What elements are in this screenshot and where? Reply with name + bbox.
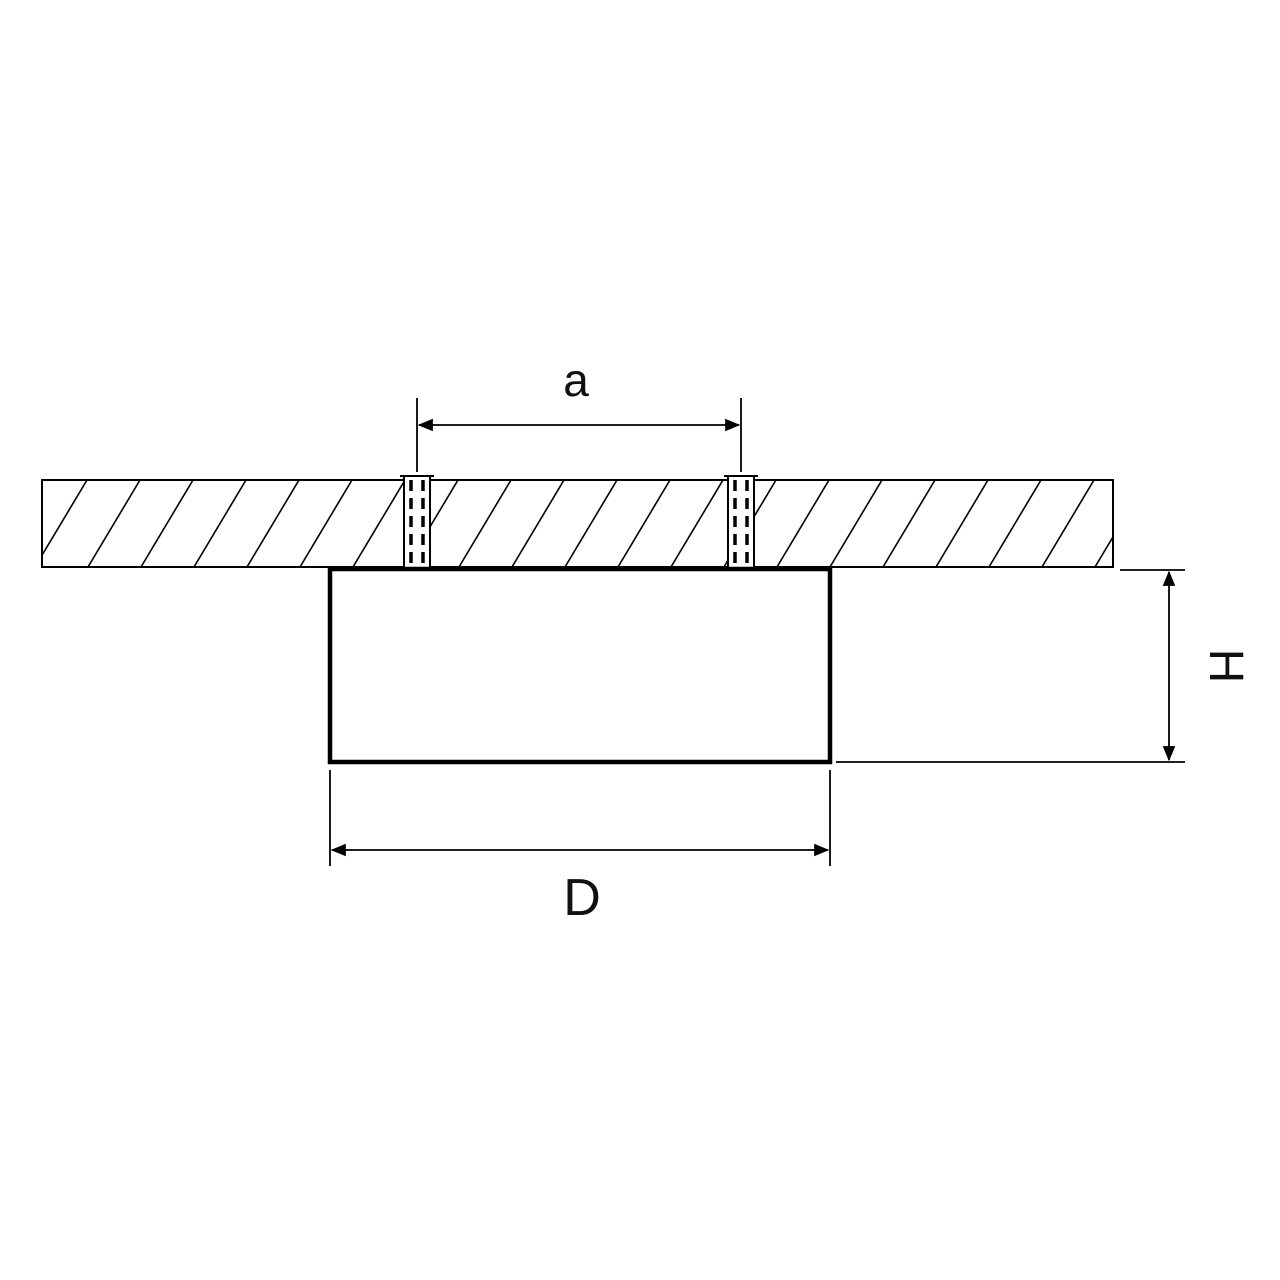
dim-label-h: H <box>1199 649 1252 684</box>
screw-channel-right <box>724 475 758 570</box>
hatch-pattern <box>43 481 1112 566</box>
dim-label-d: D <box>563 869 601 927</box>
dimension-h: H <box>836 569 1252 763</box>
fixture-body <box>327 566 833 765</box>
dimension-d: D <box>329 770 831 927</box>
dimension-a: a <box>416 354 742 472</box>
dim-label-a: a <box>563 354 589 406</box>
screw-channel-left <box>400 475 434 570</box>
ceiling-section <box>41 479 1114 568</box>
